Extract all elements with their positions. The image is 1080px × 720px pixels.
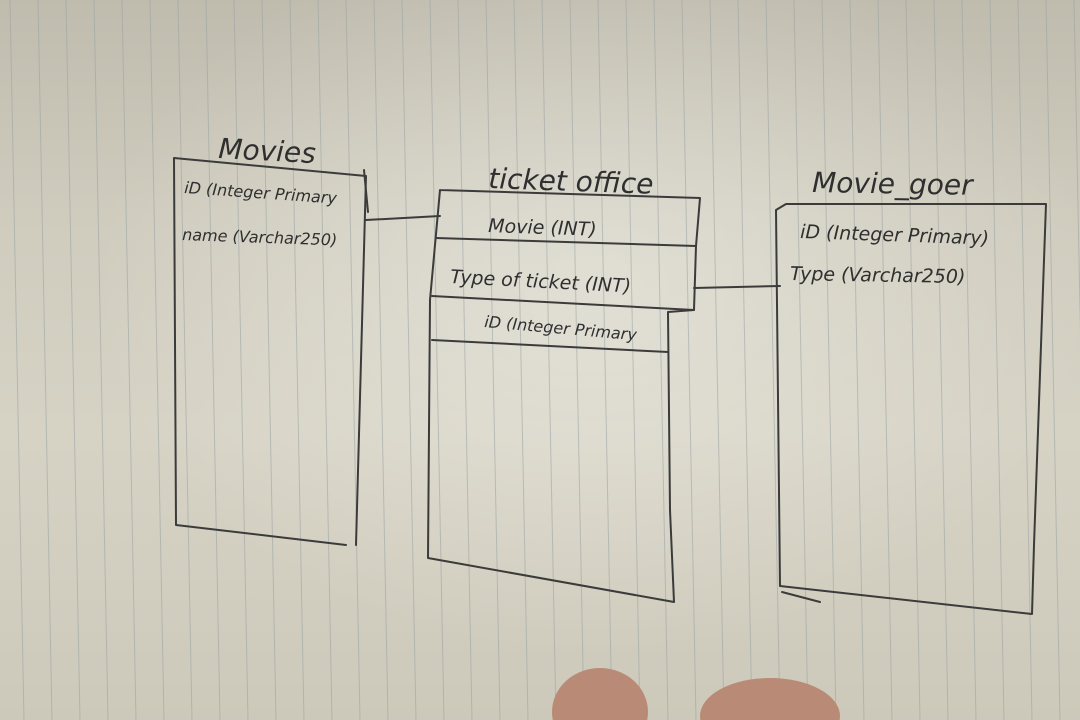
rule-line bbox=[345, 0, 361, 720]
rule-line bbox=[765, 0, 781, 720]
rule-line bbox=[653, 0, 669, 720]
rule-line bbox=[429, 0, 445, 720]
rule-line bbox=[457, 0, 473, 720]
rule-line bbox=[401, 0, 417, 720]
rule-line bbox=[877, 0, 893, 720]
rule-line bbox=[373, 0, 389, 720]
rule-line bbox=[569, 0, 585, 720]
rule-line bbox=[121, 0, 137, 720]
rule-line bbox=[905, 0, 921, 720]
rule-line bbox=[317, 0, 333, 720]
table-movies-header-edge bbox=[363, 169, 369, 213]
table-movie-goer-corner-mark bbox=[781, 591, 821, 603]
rule-line bbox=[177, 0, 193, 720]
rule-line bbox=[205, 0, 221, 720]
rule-line bbox=[65, 0, 81, 720]
table-movies-field-1: iD (Integer Primary bbox=[184, 178, 338, 208]
table-ticket-office-box bbox=[427, 189, 701, 603]
rule-line bbox=[709, 0, 725, 720]
rule-line bbox=[793, 0, 809, 720]
fingertip-right bbox=[700, 678, 840, 720]
rule-line bbox=[149, 0, 165, 720]
rule-line bbox=[541, 0, 557, 720]
rule-line bbox=[289, 0, 305, 720]
rule-line bbox=[737, 0, 753, 720]
rule-line bbox=[9, 0, 25, 720]
rule-line bbox=[933, 0, 949, 720]
table-ticket-office-field-2: Type of ticket (INT) bbox=[450, 266, 632, 297]
rule-line bbox=[681, 0, 697, 720]
table-movie-goer-field-1: iD (Integer Primary) bbox=[800, 221, 990, 250]
table-movie-goer-field-2: Type (Varchar250) bbox=[790, 263, 966, 288]
table-ticket-office-row-line-2 bbox=[431, 295, 695, 311]
relation-movies-ticket-office bbox=[365, 215, 441, 221]
rule-line bbox=[821, 0, 837, 720]
rule-line bbox=[849, 0, 865, 720]
rule-line bbox=[597, 0, 613, 720]
rule-line bbox=[1017, 0, 1033, 720]
table-ticket-office-row-line-3 bbox=[431, 339, 669, 353]
table-movie-goer-title: Movie_goer bbox=[812, 166, 975, 202]
rule-line bbox=[93, 0, 109, 720]
table-movies-field-2: name (Varchar250) bbox=[182, 225, 338, 249]
table-ticket-office-field-3: iD (Integer Primary bbox=[484, 312, 638, 344]
rule-line bbox=[1045, 0, 1061, 720]
rule-line bbox=[961, 0, 977, 720]
rule-line bbox=[625, 0, 641, 720]
fingertip-left bbox=[552, 668, 648, 720]
rule-line bbox=[1073, 0, 1080, 335]
table-movies-box bbox=[173, 157, 367, 546]
rule-line bbox=[37, 0, 53, 720]
rule-line bbox=[989, 0, 1005, 720]
rule-line bbox=[261, 0, 277, 720]
relation-ticket-office-movie-goer bbox=[693, 285, 781, 289]
table-movie-goer: Movie_goer iD (Integer Primary) Type (Va… bbox=[775, 166, 1047, 615]
rule-line bbox=[485, 0, 501, 720]
rule-line bbox=[513, 0, 529, 720]
paper-rule-lines bbox=[9, 0, 1080, 720]
table-ticket-office-field-1: Movie (INT) bbox=[488, 215, 597, 241]
fingertips bbox=[552, 668, 840, 720]
table-ticket-office-row-line-1 bbox=[435, 237, 697, 247]
rule-line bbox=[233, 0, 249, 720]
table-movie-goer-box bbox=[775, 203, 1047, 615]
